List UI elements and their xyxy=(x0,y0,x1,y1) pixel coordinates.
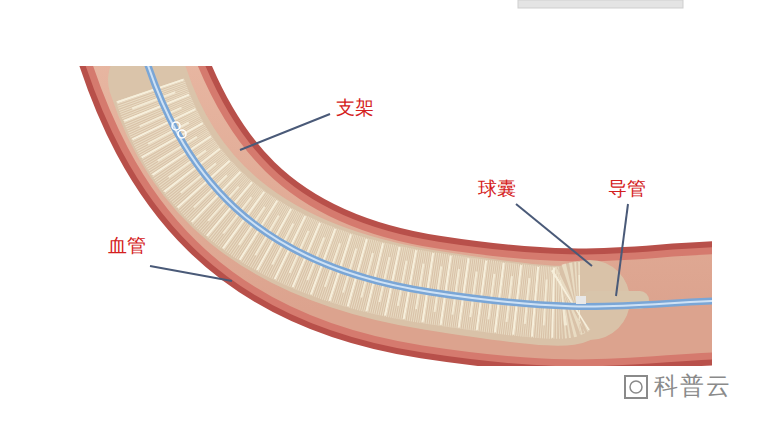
part-label: 导管 xyxy=(608,177,646,200)
part-label: 球囊 xyxy=(478,177,516,200)
top-bar xyxy=(518,0,683,8)
logo-icon xyxy=(625,376,647,398)
leader-lines xyxy=(150,114,628,296)
part-label: 血管 xyxy=(108,234,146,257)
blood-vessel xyxy=(130,66,712,310)
watermark: 科普云 xyxy=(654,372,732,401)
part-label: 支架 xyxy=(336,96,374,119)
